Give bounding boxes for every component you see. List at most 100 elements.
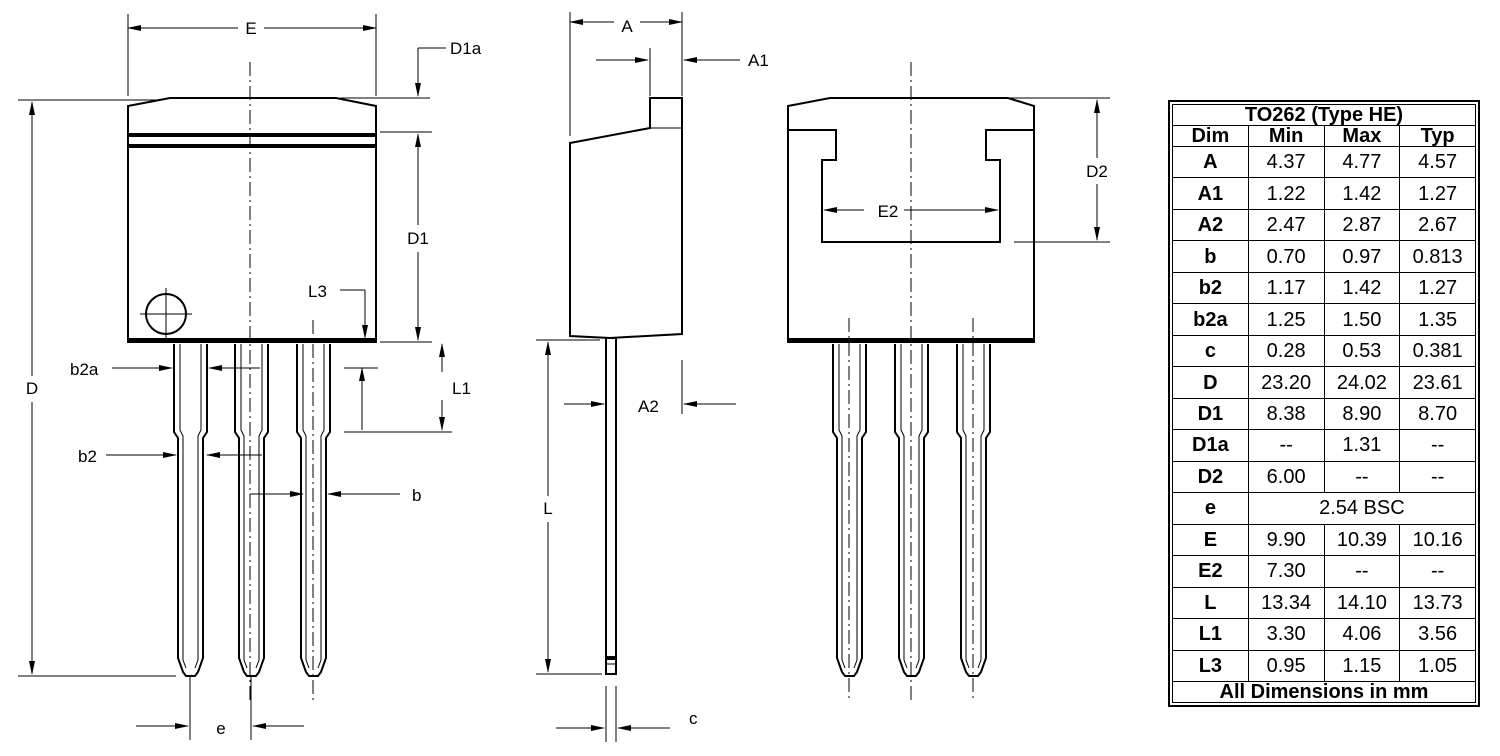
cell-min: 1.17 [1247, 271, 1325, 305]
front-lead-1 [173, 344, 208, 677]
cell-value: 2.54 BSC [1247, 492, 1477, 525]
cell-min: 1.22 [1247, 177, 1325, 210]
cell-typ: 4.57 [1399, 145, 1476, 179]
cell-dim: A [1172, 145, 1249, 179]
cell-typ: 1.27 [1399, 177, 1476, 210]
cell-dim: e [1172, 492, 1249, 525]
header-min: Min [1247, 125, 1325, 147]
cell-max: 4.77 [1323, 145, 1401, 179]
label-b2a: b2a [70, 360, 99, 379]
cell-typ: 1.27 [1399, 271, 1476, 305]
cell-max: 8.90 [1323, 397, 1401, 431]
cell-max: 1.15 [1323, 649, 1401, 682]
cell-min: 23.20 [1247, 366, 1325, 399]
table-row: D1a--1.31-- [1172, 429, 1476, 462]
cell-max: -- [1323, 555, 1401, 588]
cell-dim: E [1172, 523, 1249, 557]
cell-dim: b2a [1172, 303, 1249, 336]
front-view: E D1a D1 D L3 b2a L1 [18, 14, 482, 740]
back-lead-3 [956, 344, 991, 677]
label-L3: L3 [308, 282, 327, 301]
cell-max: 4.06 [1323, 618, 1401, 651]
cell-dim: b2 [1172, 271, 1249, 305]
cell-min: 3.30 [1247, 618, 1325, 651]
cell-typ: -- [1399, 555, 1476, 588]
label-A1: A1 [748, 51, 769, 70]
label-A: A [621, 17, 633, 36]
cell-max: 0.97 [1323, 240, 1401, 273]
label-b: b [412, 486, 421, 505]
label-E2: E2 [878, 202, 899, 221]
label-e: e [216, 719, 225, 738]
cell-typ: 1.35 [1399, 303, 1476, 336]
cell-typ: 3.56 [1399, 618, 1476, 651]
cell-dim: D [1172, 366, 1249, 399]
cell-max: 14.10 [1323, 586, 1401, 620]
cell-dim: c [1172, 334, 1249, 368]
cell-dim: A1 [1172, 177, 1249, 210]
cell-min: 0.28 [1247, 334, 1325, 368]
cell-min: -- [1247, 429, 1325, 462]
cell-min: 1.25 [1247, 303, 1325, 336]
cell-typ: 0.381 [1399, 334, 1476, 368]
cell-min: 9.90 [1247, 523, 1325, 557]
pin1-marker-icon [140, 288, 192, 340]
label-L: L [543, 499, 552, 518]
cell-max: 1.42 [1323, 271, 1401, 305]
cell-min: 8.38 [1247, 397, 1325, 431]
cell-dim: L3 [1172, 649, 1249, 682]
front-lead-2 [234, 344, 269, 677]
cell-dim: D1a [1172, 429, 1249, 462]
cell-min: 7.30 [1247, 555, 1325, 588]
label-c: c [689, 709, 698, 728]
cell-dim: A2 [1172, 208, 1249, 242]
cell-typ: 1.05 [1399, 649, 1476, 682]
back-view: D2 E2 [787, 62, 1110, 700]
back-lead-1 [832, 344, 867, 677]
cell-min: 2.47 [1247, 208, 1325, 242]
cell-max: 1.42 [1323, 177, 1401, 210]
cell-min: 0.70 [1247, 240, 1325, 273]
table-footer: All Dimensions in mm [1172, 681, 1476, 703]
label-E: E [245, 19, 256, 38]
cell-dim: E2 [1172, 555, 1249, 588]
cell-dim: L [1172, 586, 1249, 620]
cell-max: -- [1323, 460, 1401, 494]
label-D1a: D1a [450, 39, 482, 58]
cell-min: 6.00 [1247, 460, 1325, 494]
cell-typ: -- [1399, 460, 1476, 494]
cell-typ: 2.67 [1399, 208, 1476, 242]
header-typ: Typ [1399, 125, 1476, 147]
label-D: D [26, 379, 38, 398]
cell-min: 0.95 [1247, 649, 1325, 682]
back-lead-2 [894, 344, 929, 677]
cell-typ: 10.16 [1399, 523, 1476, 557]
label-L1: L1 [452, 379, 471, 398]
label-D2: D2 [1086, 162, 1108, 181]
cell-dim: D2 [1172, 460, 1249, 494]
side-lead [605, 337, 617, 675]
label-b2: b2 [78, 447, 97, 466]
side-body-outline [569, 97, 683, 340]
cell-dim: D1 [1172, 397, 1249, 431]
header-max: Max [1323, 125, 1401, 147]
